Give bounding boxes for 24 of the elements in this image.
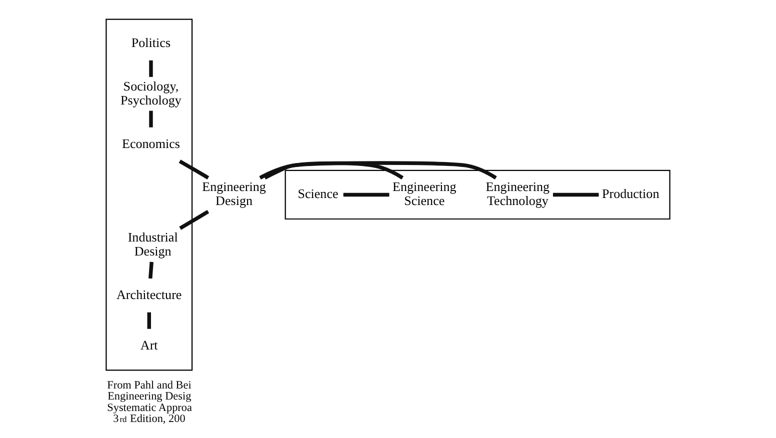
connector bbox=[264, 161, 404, 180]
node-text: Engineering Technology bbox=[486, 179, 550, 208]
connector bbox=[178, 160, 210, 180]
node-text: Engineering Design bbox=[202, 179, 266, 208]
cluster bbox=[284, 170, 670, 220]
connector bbox=[147, 312, 151, 329]
label: From Pahl and Bei Engineering Desig Systematic Approa 3rd Edition, 200 bbox=[107, 379, 192, 426]
node-text: Production bbox=[602, 186, 660, 202]
node-text: Economics bbox=[122, 136, 180, 151]
connector bbox=[179, 210, 210, 230]
node-text: Art bbox=[140, 337, 158, 352]
connector bbox=[149, 60, 153, 77]
connector bbox=[259, 161, 497, 180]
connector bbox=[552, 192, 599, 197]
node-text: Sociology, Psychology bbox=[120, 78, 182, 108]
node-text: Engineering Science bbox=[392, 179, 456, 208]
node-text: Industrial Design bbox=[128, 230, 178, 259]
connector bbox=[149, 110, 153, 128]
connector bbox=[148, 262, 154, 279]
connector bbox=[343, 192, 390, 197]
node-text: Politics bbox=[131, 35, 171, 50]
node-text: Architecture bbox=[116, 286, 182, 302]
cluster bbox=[106, 18, 193, 371]
node-text: Science bbox=[298, 186, 338, 202]
